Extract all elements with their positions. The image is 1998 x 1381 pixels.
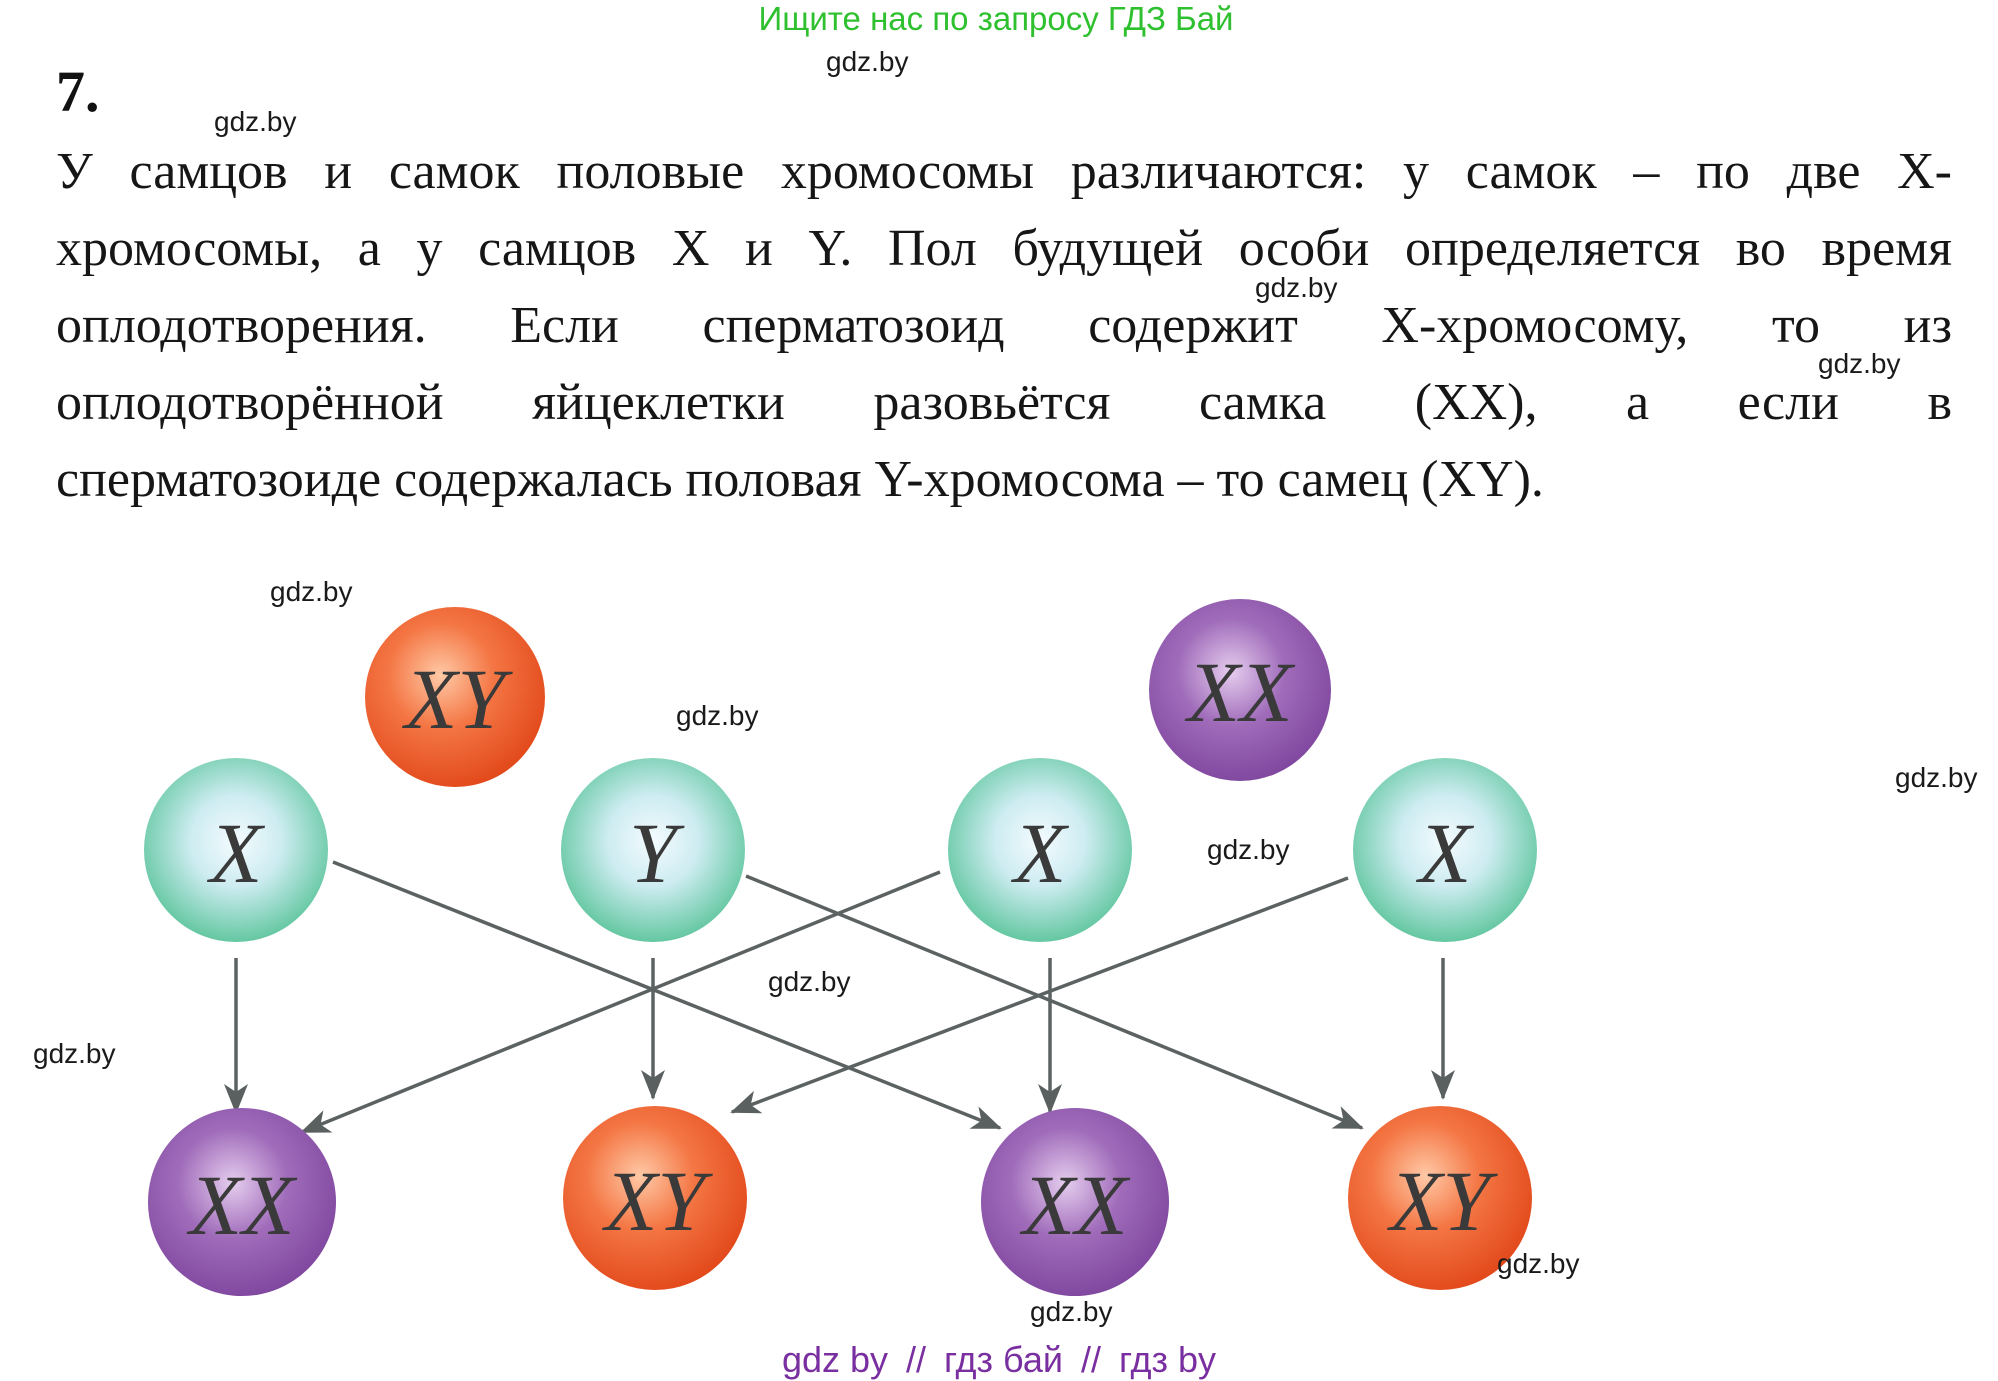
offspring-label: XY — [1387, 1153, 1499, 1249]
banner-text: Ищите нас по запросу ГДЗ Бай — [758, 0, 1234, 37]
watermark: gdz.by — [1895, 762, 1978, 793]
footer-link[interactable]: гдз бай — [944, 1339, 1063, 1380]
footer-separator: // — [1080, 1339, 1101, 1380]
offspring-female: XX — [981, 1108, 1169, 1296]
female-cell — [981, 1108, 1169, 1296]
watermark: gdz.by — [1497, 1248, 1580, 1279]
watermark: gdz.by — [768, 966, 851, 997]
watermark: gdz.by — [676, 700, 759, 731]
gamete-label: X — [1416, 805, 1475, 901]
gamete: X — [1353, 758, 1537, 942]
arrow-group — [224, 860, 1455, 1134]
arrow — [332, 860, 1002, 1130]
footer: gdz by // гдз бай // гдз by — [0, 1340, 1998, 1380]
watermark: gdz.by — [1818, 348, 1901, 379]
gamete-cell — [561, 758, 745, 942]
watermark: gdz.by — [1030, 1296, 1113, 1327]
gamete: Y — [561, 758, 745, 942]
male-cell — [1348, 1106, 1532, 1290]
offspring-female: XX — [148, 1108, 336, 1296]
paragraph-line: оплодотворённой яйцеклетки разовьётся са… — [56, 374, 1952, 431]
parent-female-label: XX — [1184, 644, 1296, 740]
arrow — [730, 876, 1349, 1114]
offspring-label: XX — [186, 1157, 298, 1253]
watermark: gdz.by — [270, 576, 353, 607]
offspring-male: XY — [1348, 1106, 1532, 1290]
gamete-label: X — [207, 805, 266, 901]
gamete-cell — [1353, 758, 1537, 942]
gamete: X — [948, 758, 1132, 942]
parent-male-label: XY — [402, 651, 514, 747]
gamete: X — [144, 758, 328, 942]
gamete-cell — [948, 758, 1132, 942]
offspring-male: XY — [563, 1106, 747, 1290]
arrow — [745, 874, 1364, 1130]
watermark: gdz.by — [214, 106, 297, 137]
paragraph: У самцов и самок половые хромосомы разли… — [56, 133, 1952, 518]
parent-male: XY — [365, 607, 545, 787]
male-cell — [563, 1106, 747, 1290]
gamete-label: X — [1011, 805, 1070, 901]
watermark: gdz.by — [826, 46, 909, 77]
paragraph-line: У самцов и самок половые хромосомы разли… — [56, 143, 1952, 200]
parent-female: XX — [1149, 599, 1331, 781]
banner: Ищите нас по запросу ГДЗ Бай — [0, 0, 1998, 38]
paragraph-line: хромосомы, а у самцов X и Y. Пол будущей… — [56, 220, 1952, 277]
gamete-label: Y — [629, 805, 685, 901]
paragraph-line: оплодотворения. Если сперматозоид содерж… — [56, 297, 1952, 354]
footer-link[interactable]: gdz by — [781, 1339, 889, 1380]
watermark: gdz.by — [1255, 272, 1338, 303]
footer-separator: // — [906, 1339, 927, 1380]
watermark: gdz.by — [1207, 834, 1290, 865]
offspring-label: XY — [602, 1153, 714, 1249]
offspring-label: XX — [1019, 1157, 1131, 1253]
male-cell — [365, 607, 545, 787]
female-cell — [148, 1108, 336, 1296]
footer-link[interactable]: гдз by — [1119, 1339, 1217, 1380]
task-number: 7. — [56, 59, 100, 124]
arrow — [300, 870, 941, 1134]
watermark: gdz.by — [33, 1038, 116, 1069]
paragraph-line: сперматозоиде содержалась половая Y-хром… — [56, 451, 1544, 508]
gamete-cell — [144, 758, 328, 942]
female-cell — [1149, 599, 1331, 781]
